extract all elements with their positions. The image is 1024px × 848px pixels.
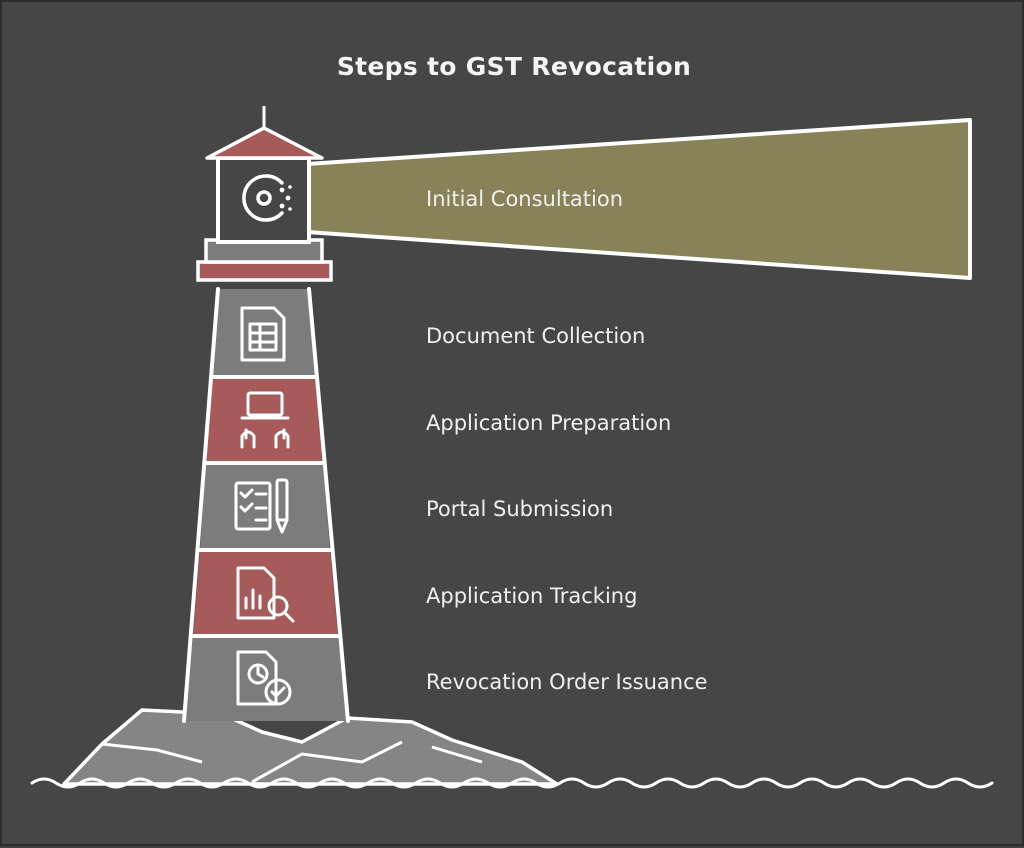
checklist-pen-icon (234, 478, 289, 534)
document-icon (240, 306, 286, 362)
gallery-deck (196, 260, 333, 282)
step-label-application-tracking: Application Tracking (426, 584, 638, 608)
report-search-icon (236, 566, 295, 623)
step-label-document-collection: Document Collection (426, 324, 646, 348)
laptop-typing-icon (240, 391, 290, 449)
lantern-room (216, 156, 311, 244)
step-label-portal-submission: Portal Submission (426, 497, 614, 521)
tower-bands (184, 289, 348, 721)
clock-check-document-icon (236, 650, 292, 706)
step-label-application-preparation: Application Preparation (426, 411, 672, 435)
tower-outline (182, 287, 350, 723)
consultation-icon (242, 174, 292, 222)
band-4 (206, 377, 323, 463)
light-beam (305, 118, 972, 280)
rocks (62, 708, 559, 786)
step-label-initial-consultation: Initial Consultation (426, 187, 624, 211)
sea-waves (30, 777, 994, 789)
band-2 (193, 550, 338, 636)
lantern-roof (205, 126, 324, 160)
page-title: Steps to GST Revocation (336, 52, 692, 81)
step-label-revocation-order-issuance: Revocation Order Issuance (426, 670, 708, 694)
